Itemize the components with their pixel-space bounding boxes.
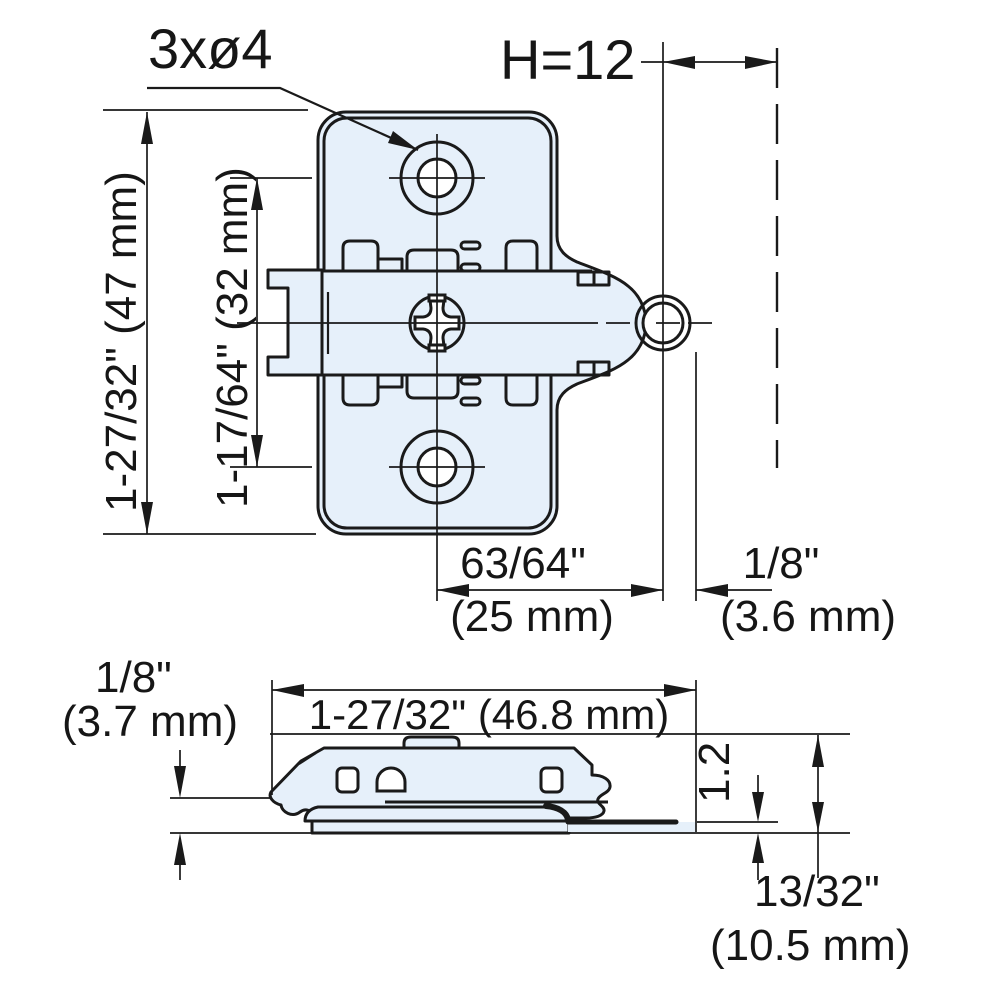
wing-height-mm-label: (3.7 mm)	[62, 697, 238, 746]
dim-overall-height	[812, 735, 824, 878]
dim-edge-offset	[696, 584, 772, 597]
side-length-label: 1-27/32" (46.8 mm)	[309, 691, 669, 738]
hole-spacing-label: 1-17/64" (32 mm)	[208, 167, 257, 508]
lower-slab	[303, 805, 571, 823]
dim-plate-height-H	[641, 56, 777, 69]
plate-length-label: 1-27/32" (47 mm)	[97, 171, 146, 512]
hole-spec-label: 3xø4	[148, 17, 273, 80]
wing-height-inch-label: 1/8"	[95, 653, 172, 702]
screw-offset-inch-label: 63/64"	[460, 539, 586, 588]
slider-band-right-tabs	[576, 270, 611, 377]
slab-right-curl	[543, 803, 571, 823]
extension-lines-top-view	[103, 42, 697, 601]
base-tongue	[568, 822, 696, 832]
stamped-tabs-lower	[341, 375, 539, 407]
overall-height-inch-label: 13/32"	[754, 867, 880, 916]
hole-callout-leader	[147, 86, 419, 152]
overall-height-mm-label: (10.5 mm)	[710, 921, 910, 970]
dim-hole-spacing	[251, 178, 263, 467]
base-plate	[310, 819, 571, 835]
side-view: 1/8" (3.7 mm) 1-27/32" (46.8 mm) 1.2 13/…	[62, 653, 910, 970]
top-view: 3xø4 H=12 1-27/32" (47 mm) 1-17/64" (32 …	[97, 17, 896, 641]
stamped-tabs-upper	[341, 239, 539, 273]
flange-holes	[335, 766, 564, 794]
screw-offset-mm-label: (25 mm)	[450, 592, 614, 641]
edge-offset-mm-label: (3.6 mm)	[720, 592, 896, 641]
dim-plate-length	[141, 112, 153, 534]
dim-side-length	[271, 680, 697, 832]
dim-screw-offset	[437, 584, 663, 597]
base-thickness-label: 1.2	[690, 742, 739, 803]
dim-wing-height	[174, 750, 186, 880]
screw-boss-bump	[402, 735, 461, 749]
edge-offset-inch-label: 1/8"	[743, 539, 820, 588]
plate-height-label: H=12	[500, 28, 635, 91]
flange-slope-detail	[298, 752, 317, 765]
dim-base-thickness	[697, 775, 778, 880]
